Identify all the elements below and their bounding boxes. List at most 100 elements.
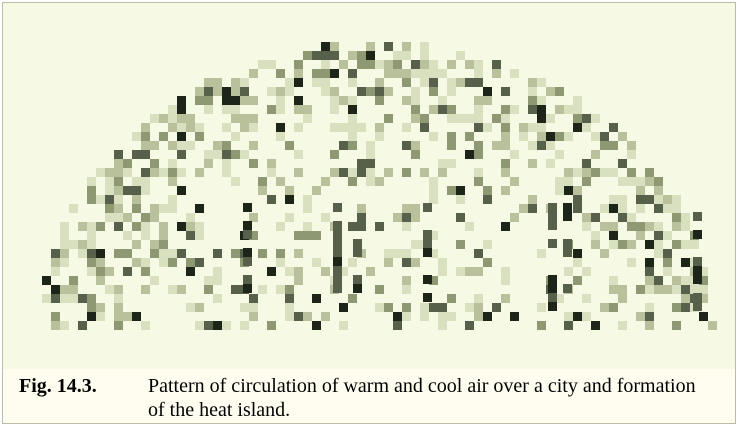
dome-pixel: [537, 78, 546, 87]
dome-pixel: [447, 141, 456, 150]
dome-pixel: [348, 114, 357, 123]
dome-pixel: [411, 87, 420, 96]
dome-pixel: [339, 303, 348, 312]
dome-pixel: [645, 168, 654, 177]
building-pixel: [548, 293, 557, 302]
dome-pixel: [609, 195, 618, 204]
dome-pixel: [105, 177, 114, 186]
dome-pixel: [618, 195, 627, 204]
dome-pixel: [141, 168, 150, 177]
dome-pixel: [105, 285, 114, 294]
dome-pixel: [159, 132, 168, 141]
dome-pixel: [186, 231, 195, 240]
dome-pixel: [240, 150, 249, 159]
dome-pixel: [501, 159, 510, 168]
dome-pixel: [474, 294, 483, 303]
dome-pixel: [582, 267, 591, 276]
dome-pixel: [96, 267, 105, 276]
dome-pixel: [537, 132, 546, 141]
dome-pixel: [654, 240, 663, 249]
dome-pixel: [42, 276, 51, 285]
dome-pixel: [636, 204, 645, 213]
dome-pixel: [141, 186, 150, 195]
building-pixel: [243, 230, 252, 239]
dome-pixel: [429, 231, 438, 240]
dome-pixel: [114, 186, 123, 195]
dome-pixel: [663, 249, 672, 258]
dome-pixel: [393, 51, 402, 60]
dome-pixel: [357, 222, 366, 231]
dome-pixel: [339, 96, 348, 105]
dome-pixel: [294, 231, 303, 240]
dome-pixel: [564, 321, 573, 330]
dome-pixel: [402, 213, 411, 222]
dome-pixel: [366, 168, 375, 177]
dome-pixel: [105, 267, 114, 276]
dome-pixel: [375, 87, 384, 96]
dome-pixel: [411, 60, 420, 69]
dome-pixel: [114, 285, 123, 294]
dome-pixel: [564, 132, 573, 141]
dome-pixel: [663, 285, 672, 294]
dome-pixel: [105, 186, 114, 195]
dome-pixel: [429, 177, 438, 186]
dome-pixel: [564, 168, 573, 177]
dome-pixel: [150, 276, 159, 285]
dome-pixel: [312, 51, 321, 60]
dome-pixel: [141, 285, 150, 294]
dome-pixel: [339, 168, 348, 177]
dome-pixel: [132, 186, 141, 195]
dome-pixel: [168, 285, 177, 294]
dome-pixel: [582, 159, 591, 168]
dome-pixel: [645, 195, 654, 204]
dome-pixel: [375, 60, 384, 69]
dome-pixel: [465, 114, 474, 123]
dome-pixel: [267, 60, 276, 69]
dome-pixel: [537, 114, 546, 123]
dome-pixel: [168, 177, 177, 186]
dome-pixel: [501, 114, 510, 123]
dome-pixel: [303, 204, 312, 213]
dome-pixel: [582, 312, 591, 321]
dome-pixel: [231, 105, 240, 114]
dome-pixel: [321, 177, 330, 186]
dome-pixel: [276, 285, 285, 294]
dome-pixel: [204, 150, 213, 159]
dome-pixel: [168, 114, 177, 123]
dome-pixel: [132, 177, 141, 186]
dome-pixel: [645, 240, 654, 249]
dome-pixel: [249, 96, 258, 105]
dome-pixel: [267, 267, 276, 276]
dome-pixel: [654, 177, 663, 186]
dome-pixel: [339, 321, 348, 330]
dome-pixel: [177, 222, 186, 231]
dome-pixel: [438, 105, 447, 114]
dome-pixel: [555, 132, 564, 141]
dome-pixel: [681, 303, 690, 312]
dome-pixel: [294, 96, 303, 105]
dome-pixel: [501, 105, 510, 114]
dome-pixel: [159, 222, 168, 231]
dome-pixel: [141, 213, 150, 222]
dome-pixel: [312, 78, 321, 87]
building-pixel: [243, 275, 252, 284]
dome-pixel: [492, 60, 501, 69]
dome-pixel: [285, 312, 294, 321]
building-pixel: [548, 239, 557, 248]
dome-pixel: [249, 213, 258, 222]
dome-pixel: [447, 105, 456, 114]
building-pixel: [333, 203, 342, 212]
dome-pixel: [402, 222, 411, 231]
dome-pixel: [132, 132, 141, 141]
dome-pixel: [204, 276, 213, 285]
dome-pixel: [105, 195, 114, 204]
building-pixel: [353, 239, 362, 248]
dome-pixel: [564, 267, 573, 276]
dome-pixel: [96, 303, 105, 312]
building-pixel: [693, 302, 702, 311]
dome-pixel: [276, 132, 285, 141]
dome-pixel: [411, 258, 420, 267]
dome-pixel: [384, 168, 393, 177]
dome-pixel: [249, 231, 258, 240]
dome-pixel: [366, 60, 375, 69]
